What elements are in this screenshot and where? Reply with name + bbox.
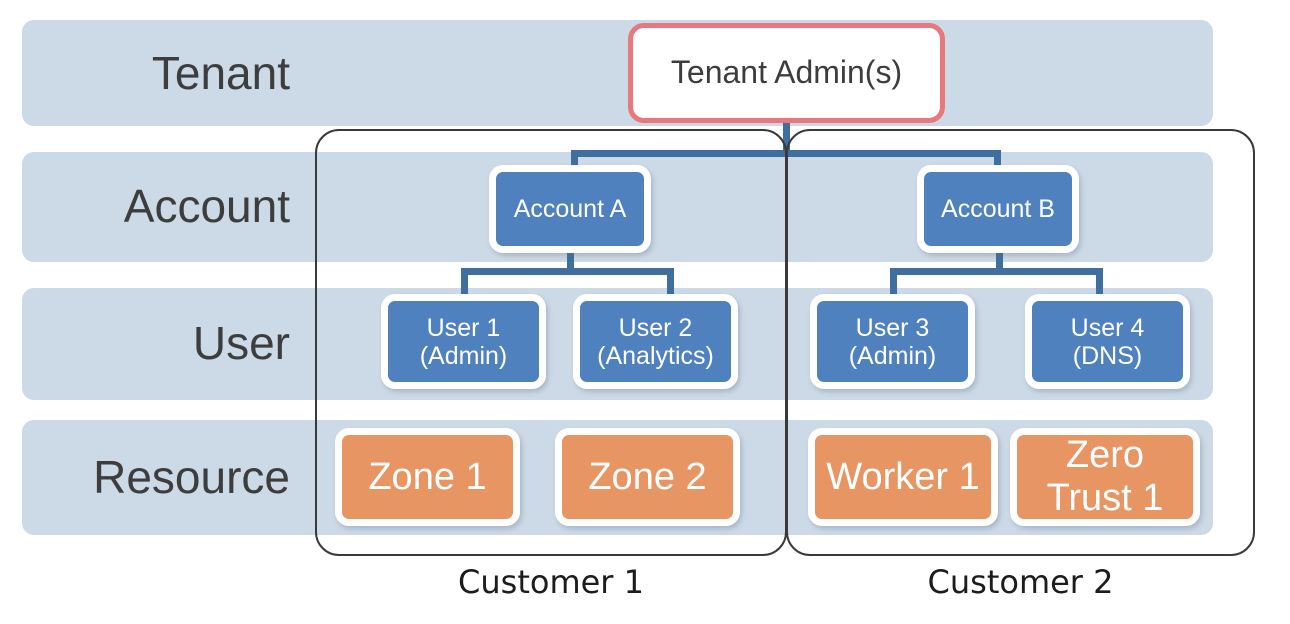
node-zone-1-line1: Zone 1: [368, 455, 487, 498]
node-user-2[interactable]: User 2 (Analytics): [573, 294, 738, 389]
customer-2-label: Customer 2: [927, 563, 1114, 601]
node-user-4-line2: (DNS): [1072, 341, 1143, 370]
node-account-b[interactable]: Account B: [917, 165, 1079, 253]
node-zone-1[interactable]: Zone 1: [335, 428, 520, 526]
node-zero-trust-1[interactable]: Zero Trust 1: [1010, 428, 1200, 526]
connector-to-user-4: [1096, 268, 1103, 298]
connector-to-user-1: [461, 268, 468, 298]
node-zero-trust-1-line1: Zero: [1065, 434, 1145, 477]
band-tenant: [22, 20, 1213, 126]
node-user-4[interactable]: User 4 (DNS): [1025, 294, 1190, 389]
node-user-2-line2: (Analytics): [597, 341, 714, 370]
band-label-tenant: Tenant: [151, 47, 290, 99]
connector-tenant-bus: [571, 150, 1001, 157]
node-zero-trust-1-line2: Trust 1: [1046, 477, 1164, 519]
connector-account-a-bus: [461, 268, 674, 275]
connector-to-user-2: [667, 268, 674, 298]
node-account-a-label: Account A: [513, 195, 627, 223]
band-label-resource: Resource: [93, 451, 290, 503]
node-account-a[interactable]: Account A: [489, 165, 651, 253]
node-worker-1[interactable]: Worker 1: [808, 428, 998, 526]
node-user-2-line1: User 2: [618, 313, 693, 342]
connector-account-a-stem: [567, 248, 574, 274]
node-account-b-label: Account B: [941, 195, 1055, 223]
connector-to-account-a: [571, 150, 578, 172]
node-user-1[interactable]: User 1 (Admin): [381, 294, 546, 389]
connector-account-b-bus: [890, 268, 1103, 275]
node-tenant-admin-label: Tenant Admin(s): [670, 54, 903, 91]
customer-1-label: Customer 1: [458, 563, 644, 601]
band-label-account: Account: [123, 180, 290, 232]
node-user-4-line1: User 4: [1070, 313, 1145, 342]
node-user-1-line2: (Admin): [419, 341, 508, 370]
connector-to-account-b: [994, 150, 1001, 172]
connector-to-user-3: [890, 268, 897, 298]
node-user-3[interactable]: User 3 (Admin): [810, 294, 975, 389]
node-tenant-admin[interactable]: Tenant Admin(s): [628, 23, 945, 123]
node-user-3-line1: User 3: [855, 313, 930, 342]
node-zone-2[interactable]: Zone 2: [555, 428, 740, 526]
band-label-user: User: [192, 317, 290, 369]
node-zone-2-line1: Zone 2: [588, 455, 707, 498]
node-user-1-line1: User 1: [426, 313, 501, 342]
connector-account-b-stem: [996, 248, 1003, 274]
node-user-3-line2: (Admin): [848, 341, 937, 370]
node-worker-1-line1: Worker 1: [826, 455, 980, 498]
